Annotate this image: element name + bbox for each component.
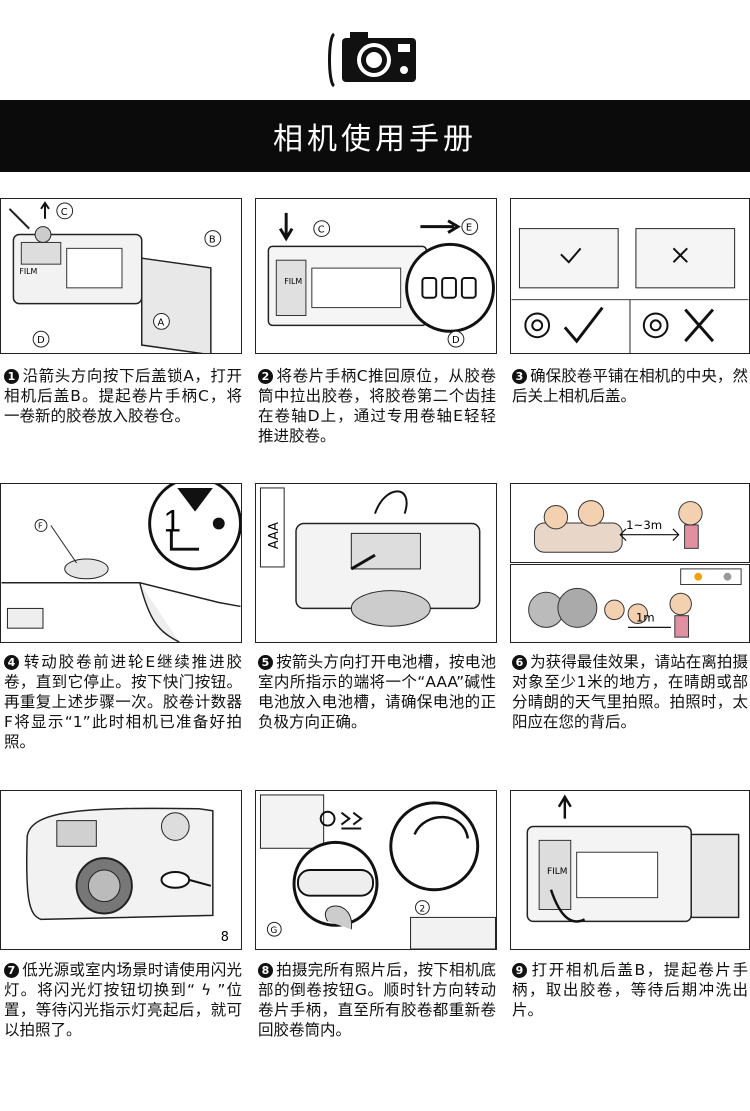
film-label-3: FILM: [547, 867, 567, 877]
distance-far: 1~3m: [626, 518, 662, 532]
distance-near: 1m: [636, 611, 655, 625]
page-title: 相机使用手册: [273, 122, 477, 157]
illustration-step-9: FILM: [510, 790, 750, 950]
illustration-step-8: 2 G: [255, 790, 497, 950]
illustration-step-7: 8: [0, 790, 242, 950]
illustration-step-6-bottom: 1m: [510, 564, 750, 643]
counter-number: 1: [163, 502, 181, 538]
step-4-number: 4: [4, 655, 19, 670]
label-b: B: [209, 234, 216, 245]
camera-logo-icon: [324, 28, 424, 92]
battery-label: AAA: [267, 522, 282, 549]
step-6-number: 6: [512, 655, 527, 670]
step-7-number: 7: [4, 963, 19, 978]
film-label-2: FILM: [284, 277, 302, 286]
title-banner: 相机使用手册: [0, 100, 750, 172]
label-f: F: [38, 521, 43, 530]
label-g: G: [270, 926, 277, 936]
illustration-step-3: [510, 198, 750, 354]
step-8-number: 8: [258, 963, 273, 978]
illustration-step-5: AAA: [255, 483, 497, 643]
rewind-number: 2: [419, 904, 425, 914]
step-3-number: 3: [512, 369, 527, 384]
label-e: E: [466, 223, 472, 234]
label-d-2: D: [452, 335, 460, 346]
step-2-number: 2: [258, 369, 273, 384]
step-5-number: 5: [258, 655, 273, 670]
illustration-step-1: FILM C B A D: [0, 198, 242, 354]
label-c-2: C: [318, 225, 325, 236]
counter-eight: 8: [221, 930, 229, 945]
label-d: D: [37, 335, 45, 346]
film-label: FILM: [19, 267, 37, 276]
label-a: A: [158, 317, 165, 328]
label-c: C: [61, 207, 68, 218]
illustration-step-4: 1 F: [0, 483, 242, 643]
illustration-step-2: FILM C E D: [255, 198, 497, 354]
step-1-number: 1: [4, 369, 19, 384]
step-9-number: 9: [512, 963, 527, 978]
illustration-step-6-top: 1~3m: [510, 483, 750, 563]
